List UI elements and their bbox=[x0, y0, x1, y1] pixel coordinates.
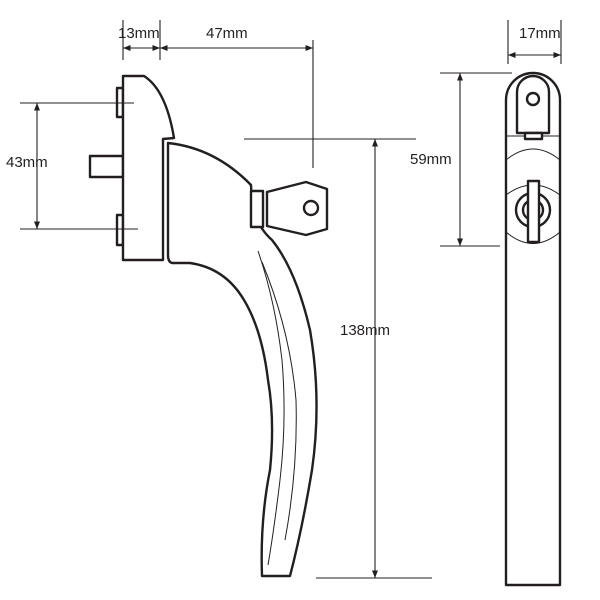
dim-17mm: 17mm bbox=[519, 25, 561, 42]
handle-lever bbox=[166, 141, 318, 578]
spindle bbox=[88, 154, 125, 179]
dim-47mm: 47mm bbox=[206, 25, 248, 42]
key bbox=[265, 180, 329, 237]
side-view bbox=[88, 74, 329, 578]
lever-groove-2 bbox=[261, 261, 297, 541]
front-view bbox=[504, 71, 562, 587]
key-tab-hole bbox=[525, 91, 541, 107]
lock-slot bbox=[526, 179, 541, 244]
key-hole bbox=[302, 199, 320, 217]
handle-body bbox=[504, 71, 562, 587]
dim-59mm: 59mm bbox=[410, 151, 452, 168]
dim-13mm: 13mm bbox=[118, 25, 160, 42]
base-plate bbox=[121, 74, 176, 262]
dim-138mm: 138mm bbox=[340, 322, 391, 339]
dim-43mm: 43mm bbox=[6, 154, 48, 171]
key-collar bbox=[249, 189, 265, 229]
lever-groove bbox=[257, 250, 285, 566]
dimension-lines bbox=[20, 20, 562, 579]
